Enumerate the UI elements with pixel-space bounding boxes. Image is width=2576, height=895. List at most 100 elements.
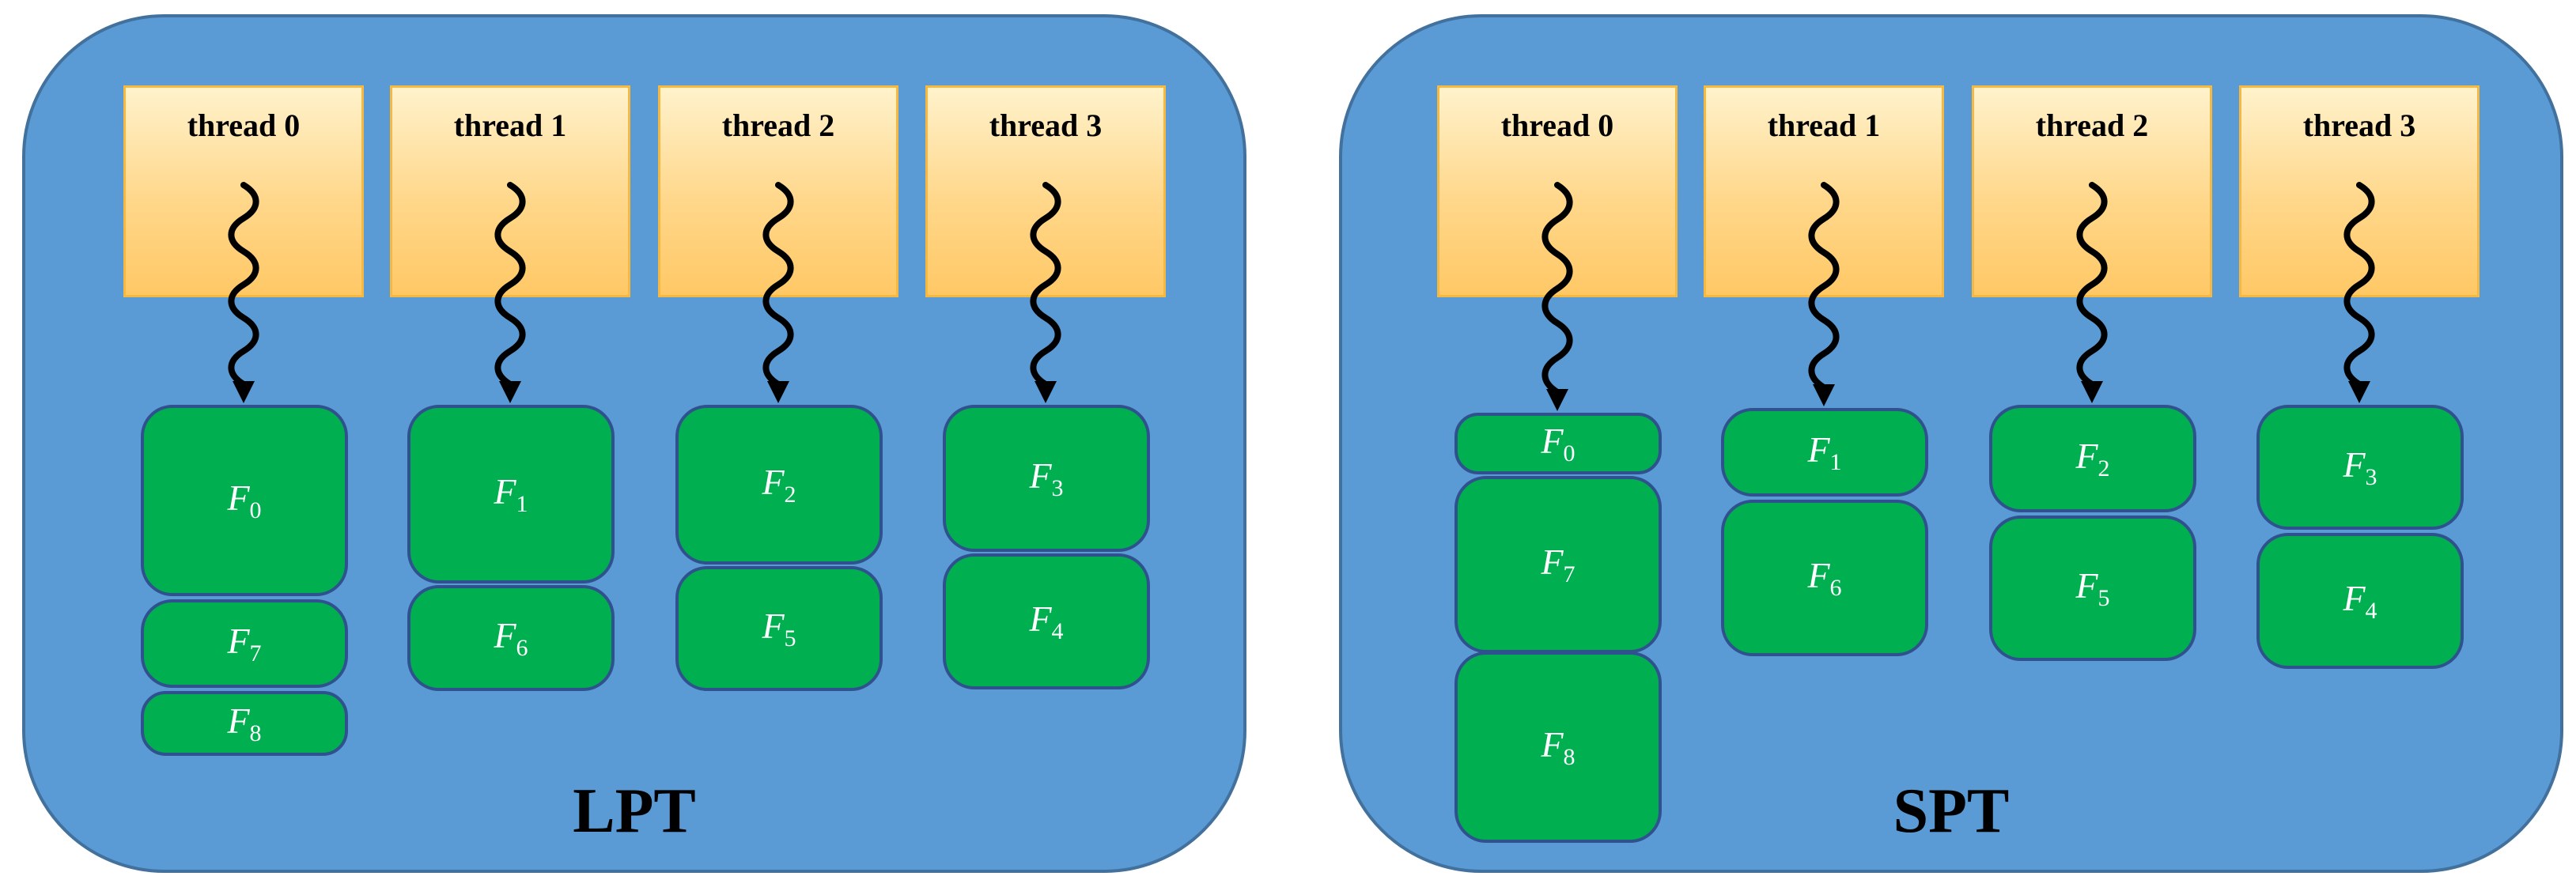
wavy-arrow-icon: [1808, 182, 1840, 406]
thread-box-lpt-1: thread 1: [390, 85, 630, 297]
task-box-lpt-f2: F2: [675, 405, 883, 565]
task-subscript: 6: [516, 635, 528, 661]
task-subscript: 4: [1051, 618, 1064, 644]
task-name: F: [2075, 436, 2098, 476]
task-subscript: 1: [1829, 449, 1842, 475]
thread-label: thread 2: [2035, 108, 2149, 143]
task-subscript: 2: [2097, 455, 2110, 481]
task-subscript: 7: [249, 640, 262, 667]
thread-box-lpt-0: thread 0: [123, 85, 364, 297]
thread-box-spt-0: thread 0: [1437, 85, 1678, 297]
task-subscript: 4: [2365, 598, 2377, 624]
wavy-arrow-icon: [494, 182, 526, 403]
task-label: F0: [227, 477, 261, 524]
task-label: F1: [1807, 429, 1841, 476]
task-label: F7: [227, 620, 261, 667]
task-name: F: [1541, 421, 1564, 461]
task-name: F: [1541, 724, 1564, 765]
task-box-spt-f8: F8: [1454, 651, 1662, 843]
task-name: F: [227, 478, 250, 518]
task-box-lpt-f1: F1: [407, 405, 615, 583]
task-box-lpt-f0: F0: [141, 405, 348, 596]
task-subscript: 3: [1051, 475, 1064, 501]
task-name: F: [2343, 444, 2366, 485]
task-subscript: 6: [1829, 575, 1842, 601]
thread-box-spt-1: thread 1: [1704, 85, 1944, 297]
task-name: F: [1029, 455, 1052, 496]
task-box-spt-f5: F5: [1989, 515, 2196, 661]
task-label: F2: [2075, 435, 2109, 482]
wavy-arrow-icon: [2343, 182, 2375, 403]
task-box-lpt-f5: F5: [675, 566, 883, 691]
task-label: F8: [1541, 723, 1575, 771]
task-name: F: [762, 606, 785, 646]
task-label: F3: [1029, 455, 1063, 502]
task-name: F: [2075, 565, 2098, 606]
task-name: F: [227, 621, 250, 661]
task-subscript: 1: [516, 491, 528, 517]
task-label: F6: [494, 614, 528, 662]
task-box-lpt-f8: F8: [141, 691, 348, 756]
wavy-arrow-icon: [762, 182, 794, 403]
task-box-lpt-f6: F6: [407, 585, 615, 691]
task-box-spt-f0: F0: [1454, 413, 1662, 474]
task-subscript: 7: [1563, 561, 1575, 587]
thread-label: thread 1: [1767, 108, 1881, 143]
task-subscript: 0: [249, 497, 262, 523]
task-box-spt-f1: F1: [1721, 408, 1928, 497]
task-subscript: 2: [784, 481, 796, 508]
task-box-lpt-f3: F3: [943, 405, 1150, 552]
thread-label: thread 0: [187, 108, 301, 143]
task-box-spt-f4: F4: [2256, 533, 2464, 669]
thread-label: thread 1: [453, 108, 567, 143]
task-name: F: [1807, 555, 1830, 595]
thread-box-lpt-3: thread 3: [925, 85, 1166, 297]
wavy-arrow-icon: [228, 182, 259, 403]
task-box-spt-f2: F2: [1989, 405, 2196, 512]
task-subscript: 8: [1563, 744, 1575, 770]
task-label: F5: [762, 605, 796, 652]
thread-label: thread 0: [1500, 108, 1614, 143]
task-subscript: 0: [1563, 440, 1575, 466]
task-name: F: [1541, 542, 1564, 582]
task-label: F0: [1541, 420, 1575, 467]
task-label: F2: [762, 461, 796, 508]
task-name: F: [227, 701, 250, 741]
policy-title-spt: SPT: [1893, 776, 2010, 846]
task-name: F: [1807, 429, 1830, 470]
thread-label: thread 3: [2302, 108, 2416, 143]
task-label: F3: [2343, 444, 2377, 491]
task-box-lpt-f4: F4: [943, 553, 1150, 689]
wavy-arrow-icon: [1541, 182, 1573, 411]
task-subscript: 3: [2365, 464, 2377, 490]
thread-label: thread 3: [989, 108, 1103, 143]
task-box-spt-f7: F7: [1454, 476, 1662, 653]
task-box-lpt-f7: F7: [141, 599, 348, 688]
task-subscript: 5: [2097, 585, 2110, 611]
task-label: F1: [494, 470, 528, 518]
task-label: F4: [2343, 577, 2377, 625]
thread-box-spt-3: thread 3: [2239, 85, 2480, 297]
task-label: F7: [1541, 541, 1575, 588]
task-name: F: [1029, 599, 1052, 639]
task-subscript: 8: [249, 720, 262, 746]
wavy-arrow-icon: [1030, 182, 1061, 403]
task-label: F4: [1029, 598, 1063, 645]
task-name: F: [494, 615, 516, 655]
thread-box-spt-2: thread 2: [1972, 85, 2212, 297]
task-label: F5: [2075, 565, 2109, 612]
task-name: F: [494, 471, 516, 512]
task-label: F6: [1807, 554, 1841, 602]
task-name: F: [2343, 578, 2366, 618]
task-subscript: 5: [784, 625, 796, 651]
policy-title-lpt: LPT: [573, 776, 696, 846]
thread-box-lpt-2: thread 2: [658, 85, 898, 297]
task-box-spt-f6: F6: [1721, 500, 1928, 656]
thread-label: thread 2: [721, 108, 835, 143]
task-box-spt-f3: F3: [2256, 405, 2464, 530]
task-name: F: [762, 462, 785, 502]
wavy-arrow-icon: [2076, 182, 2108, 403]
task-label: F8: [227, 700, 261, 747]
